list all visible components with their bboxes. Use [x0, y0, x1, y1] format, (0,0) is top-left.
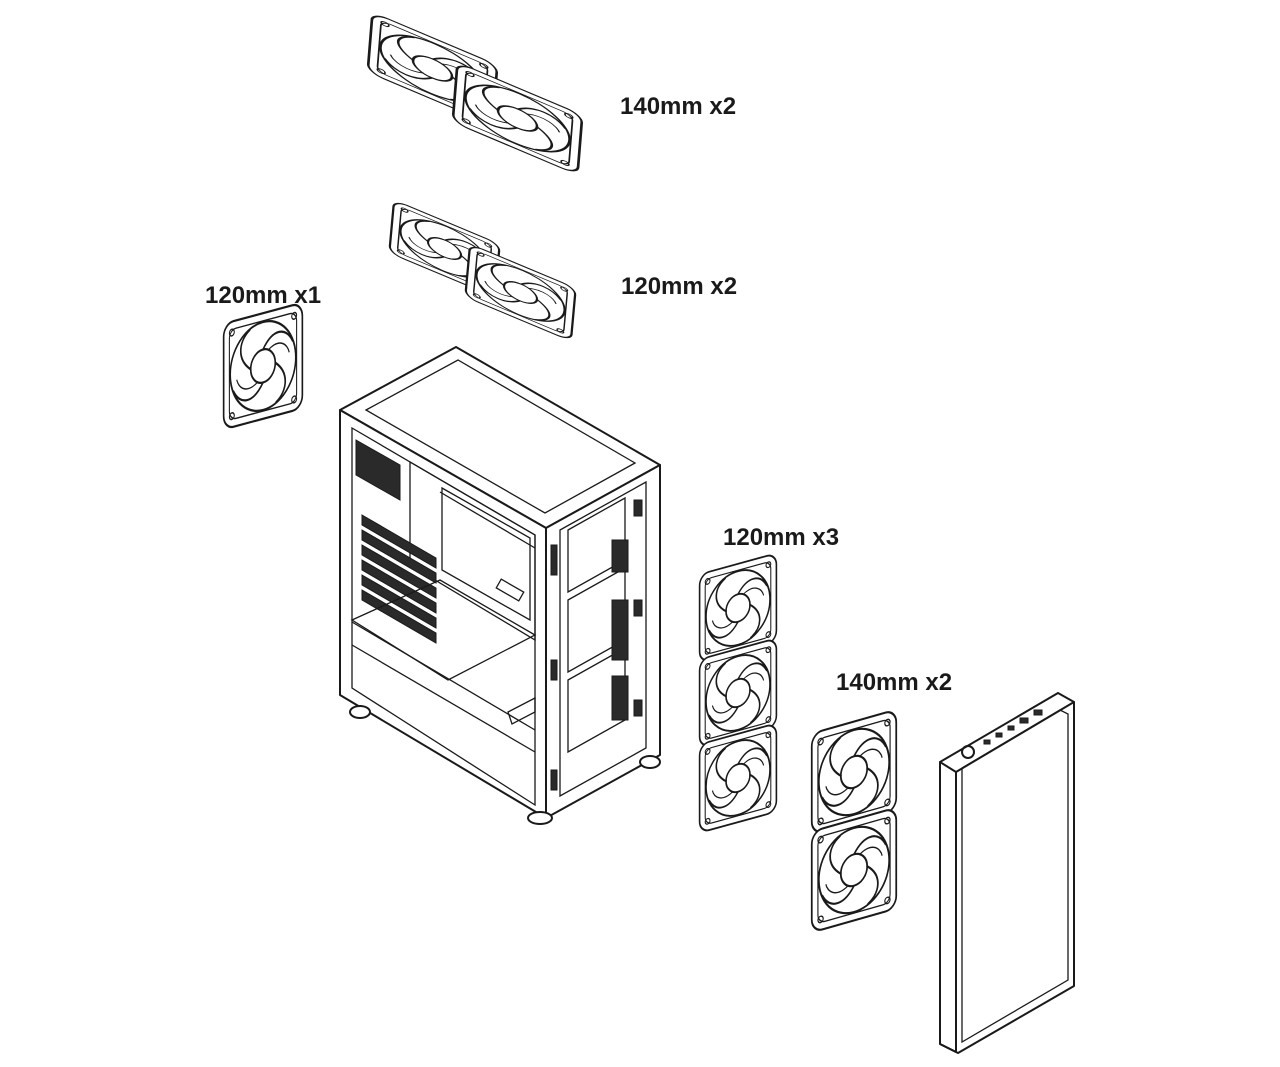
fan-icon — [222, 301, 304, 431]
front-140mm-fans — [810, 708, 898, 934]
label-top-140mm: 140mm x2 — [620, 93, 737, 120]
label-front-140mm: 140mm x2 — [836, 669, 953, 696]
front-panel-icon — [939, 692, 1075, 1054]
pc-case-icon — [339, 346, 661, 825]
rear-120mm-fan — [222, 301, 304, 431]
top-120mm-fans — [388, 198, 577, 343]
front-drive-bays — [550, 496, 643, 791]
label-front-120mm: 120mm x3 — [723, 524, 840, 551]
io-ports — [961, 709, 1043, 759]
fan-icon — [464, 242, 577, 343]
expansion-slots — [361, 514, 437, 644]
label-top-120mm: 120mm x2 — [621, 273, 738, 300]
front-120mm-fans — [698, 552, 778, 834]
label-rear-120mm: 120mm x1 — [205, 282, 322, 309]
top-140mm-fans — [366, 11, 584, 176]
fan-icon — [451, 61, 584, 176]
